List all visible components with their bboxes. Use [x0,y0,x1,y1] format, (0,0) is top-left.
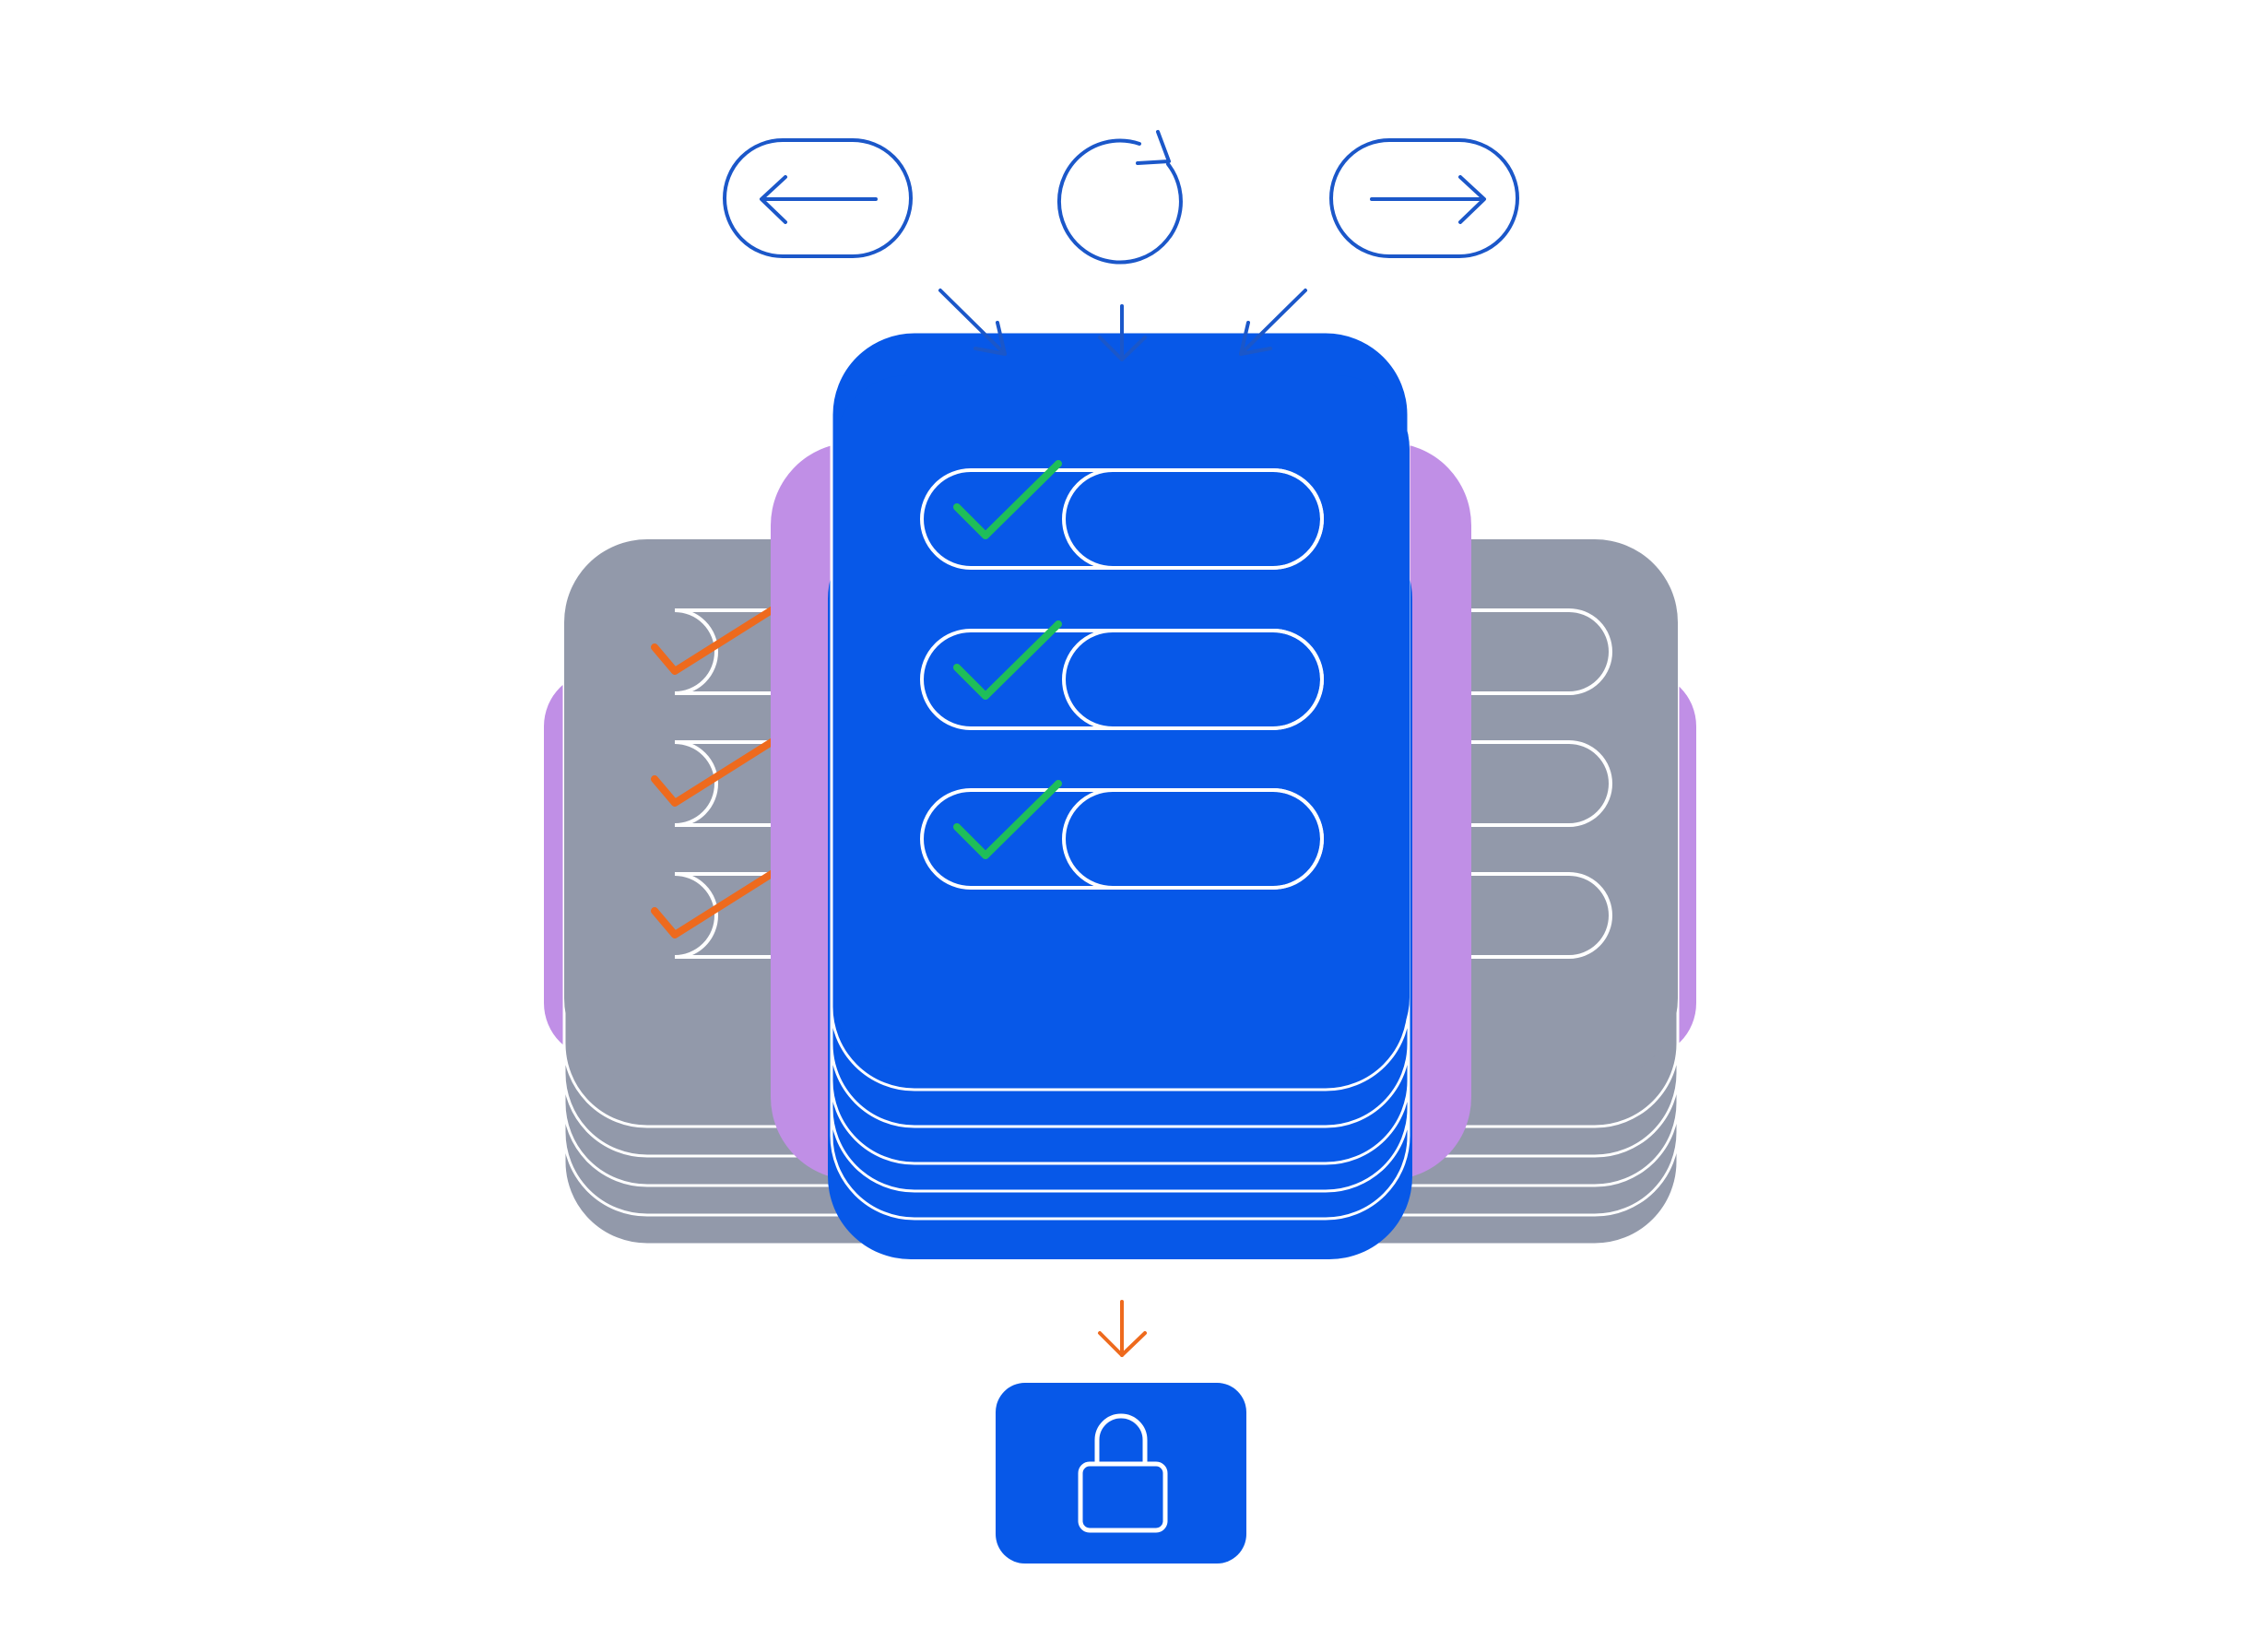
lock-box[interactable] [996,1383,1246,1564]
input-arrows [938,289,1307,361]
back-button[interactable] [723,138,913,258]
list-item [674,872,802,959]
output-arrow [1098,1300,1147,1357]
list-item [1438,608,1612,695]
list-item [1438,740,1612,827]
gray-card-right-rows [1438,608,1612,959]
checkmark-icon [953,460,1062,539]
list-item [674,740,802,827]
arrow-left-icon [760,175,878,224]
arrow-down-right-icon [938,289,1007,356]
orange-checkmark-icons [651,605,778,938]
gray-card-left-rows [674,608,802,959]
toggle-row-1 [920,468,1324,570]
lock-icon [1078,1413,1168,1533]
toggle-row-2 [920,629,1324,730]
refresh-icon [1056,130,1183,265]
toggle-row-3 [920,788,1324,890]
arrow-down-icon [1098,304,1147,361]
forward-button[interactable] [1329,138,1519,258]
checkmark-icon [953,780,1062,859]
checkmark-icon [651,605,778,675]
checkmark-icon [651,737,778,807]
green-checkmark-icons [953,460,1062,859]
arrow-right-icon [1370,175,1486,224]
arrow-down-left-icon [1239,289,1307,356]
checkmark-icon [651,868,778,938]
checkmark-icon [953,620,1062,700]
list-item [674,608,802,695]
arrow-down-icon [1098,1300,1147,1357]
refresh-button[interactable] [1056,130,1183,265]
main-card [834,375,1410,1071]
list-item [1438,872,1612,959]
main-card-rows [920,468,1324,890]
